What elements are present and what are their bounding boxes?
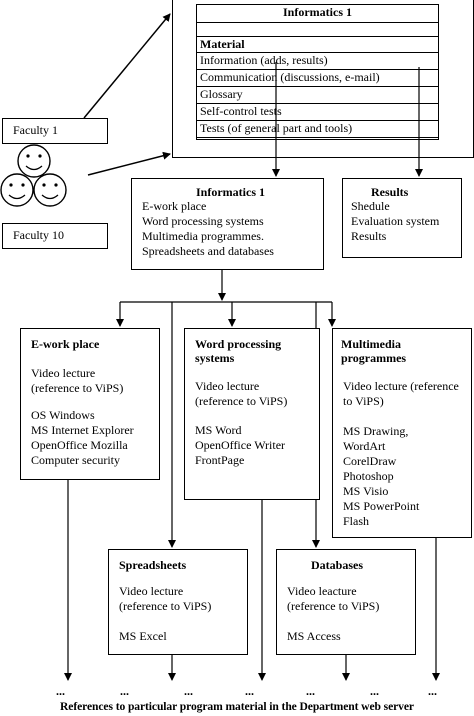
databases-module-title: Databases: [311, 558, 364, 572]
material-header-row: Material: [196, 36, 439, 53]
ework-item: MS Internet Explorer: [31, 423, 134, 437]
ework-item: Computer security: [31, 453, 120, 467]
material-title-row: Informatics 1: [196, 4, 439, 23]
informatics-box: Informatics 1 E-work place Word processi…: [131, 178, 324, 270]
spreadsheets-module-title: Spreadsheets: [119, 558, 187, 572]
spreadsheets-module-box: Spreadsheets Video lecture (reference to…: [108, 549, 248, 655]
databases-lecture-line: Video leacture: [287, 584, 357, 598]
multimedia-item: MS Drawing,: [343, 424, 409, 438]
ework-module-box: E-work place Video lecture (reference to…: [20, 328, 160, 480]
material-item-row: Glossary: [196, 86, 439, 104]
multimedia-item: MS Visio: [343, 484, 389, 498]
word-lecture-line: (reference to ViPS): [195, 394, 288, 408]
word-module-title: systems: [195, 351, 235, 365]
databases-item: MS Access: [287, 629, 341, 643]
material-item-row: Information (adds, results): [196, 52, 439, 70]
ework-lecture-line: Video lecture: [31, 366, 96, 380]
results-item: Results: [351, 229, 387, 243]
databases-lecture-line: (reference to ViPS): [287, 599, 380, 613]
reference-ellipsis: ...: [428, 684, 437, 698]
informatics-box-title: Informatics 1: [196, 185, 265, 199]
material-item: Tests (of general part and tools): [200, 121, 353, 135]
spreadsheets-lecture-line: (reference to ViPS): [119, 599, 212, 613]
reference-ellipsis: ...: [120, 684, 129, 698]
results-box-title: Results: [371, 185, 409, 199]
ework-item: OS Windows: [31, 408, 95, 422]
ework-item: OpenOffice Mozilla: [31, 438, 128, 452]
multimedia-item: WordArt: [343, 439, 386, 453]
faculty-10-box: Faculty 10: [2, 223, 108, 249]
faculty-1-box: Faculty 1: [2, 118, 108, 144]
material-item-row: Self-control tests: [196, 103, 439, 121]
word-module-box: Word processing systems Video lecture (r…: [184, 328, 320, 500]
informatics-item: Word processing systems: [142, 214, 264, 228]
spreadsheets-lecture-line: Video lecture: [119, 584, 184, 598]
faculty-arrow-bottom: [87, 151, 171, 176]
multimedia-item: MS PowerPoint: [343, 499, 420, 513]
ework-module-title: E-work place: [31, 337, 100, 351]
material-header: Material: [200, 37, 245, 51]
reference-ellipsis: ...: [184, 684, 193, 698]
multimedia-item: CorelDraw: [343, 454, 397, 468]
reference-ellipsis: ...: [370, 684, 379, 698]
footer-caption: References to particular program materia…: [60, 700, 414, 713]
multimedia-module-title: Multimedia: [341, 337, 401, 351]
multimedia-lecture-line: Video lecture (reference: [343, 379, 459, 393]
informatics-item: Spreadsheets and databases: [142, 244, 274, 258]
spreadsheets-item: MS Excel: [119, 629, 167, 643]
material-inner-frame: Informatics 1 Material Information (adds…: [196, 4, 439, 140]
multimedia-item: Flash: [343, 514, 370, 528]
word-item: OpenOffice Writer: [195, 438, 286, 452]
material-panel-title: Informatics 1: [283, 5, 352, 19]
informatics-item: Multimedia programmes.: [142, 229, 264, 243]
multimedia-module-box: Multimedia programmes Video lecture (ref…: [332, 328, 472, 538]
faculty-arrow-top: [83, 13, 171, 119]
material-item: Information (adds, results): [200, 53, 328, 67]
reference-ellipsis: ...: [306, 684, 315, 698]
reference-ellipsis: ...: [245, 684, 254, 698]
results-box: Results Shedule Evaluation system Result…: [342, 178, 462, 258]
word-item: MS Word: [195, 423, 242, 437]
material-item: Self-control tests: [200, 104, 282, 118]
word-lecture-line: Video lecture: [195, 379, 260, 393]
material-panel: Informatics 1 Material Information (adds…: [172, 0, 474, 158]
material-item: Communication (discussions, e-mail): [200, 70, 380, 84]
multimedia-lecture-line: to ViPS): [343, 394, 384, 408]
faculty-1-label: Faculty 1: [13, 123, 58, 137]
results-item: Shedule: [351, 199, 390, 213]
word-item: FrontPage: [195, 453, 245, 467]
material-item-row: Communication (discussions, e-mail): [196, 69, 439, 87]
material-item: Glossary: [200, 87, 243, 101]
word-module-title: Word processing: [195, 337, 282, 351]
databases-module-box: Databases Video leacture (reference to V…: [276, 549, 416, 655]
results-item: Evaluation system: [351, 214, 440, 228]
faculty-10-label: Faculty 10: [13, 228, 64, 242]
multimedia-module-title: programmes: [341, 351, 407, 365]
multimedia-item: Photoshop: [343, 469, 394, 483]
informatics-item: E-work place: [142, 199, 207, 213]
material-item-row: Tests (of general part and tools): [196, 120, 439, 138]
ework-lecture-line: (reference to ViPS): [31, 381, 124, 395]
reference-ellipsis: ...: [56, 684, 65, 698]
